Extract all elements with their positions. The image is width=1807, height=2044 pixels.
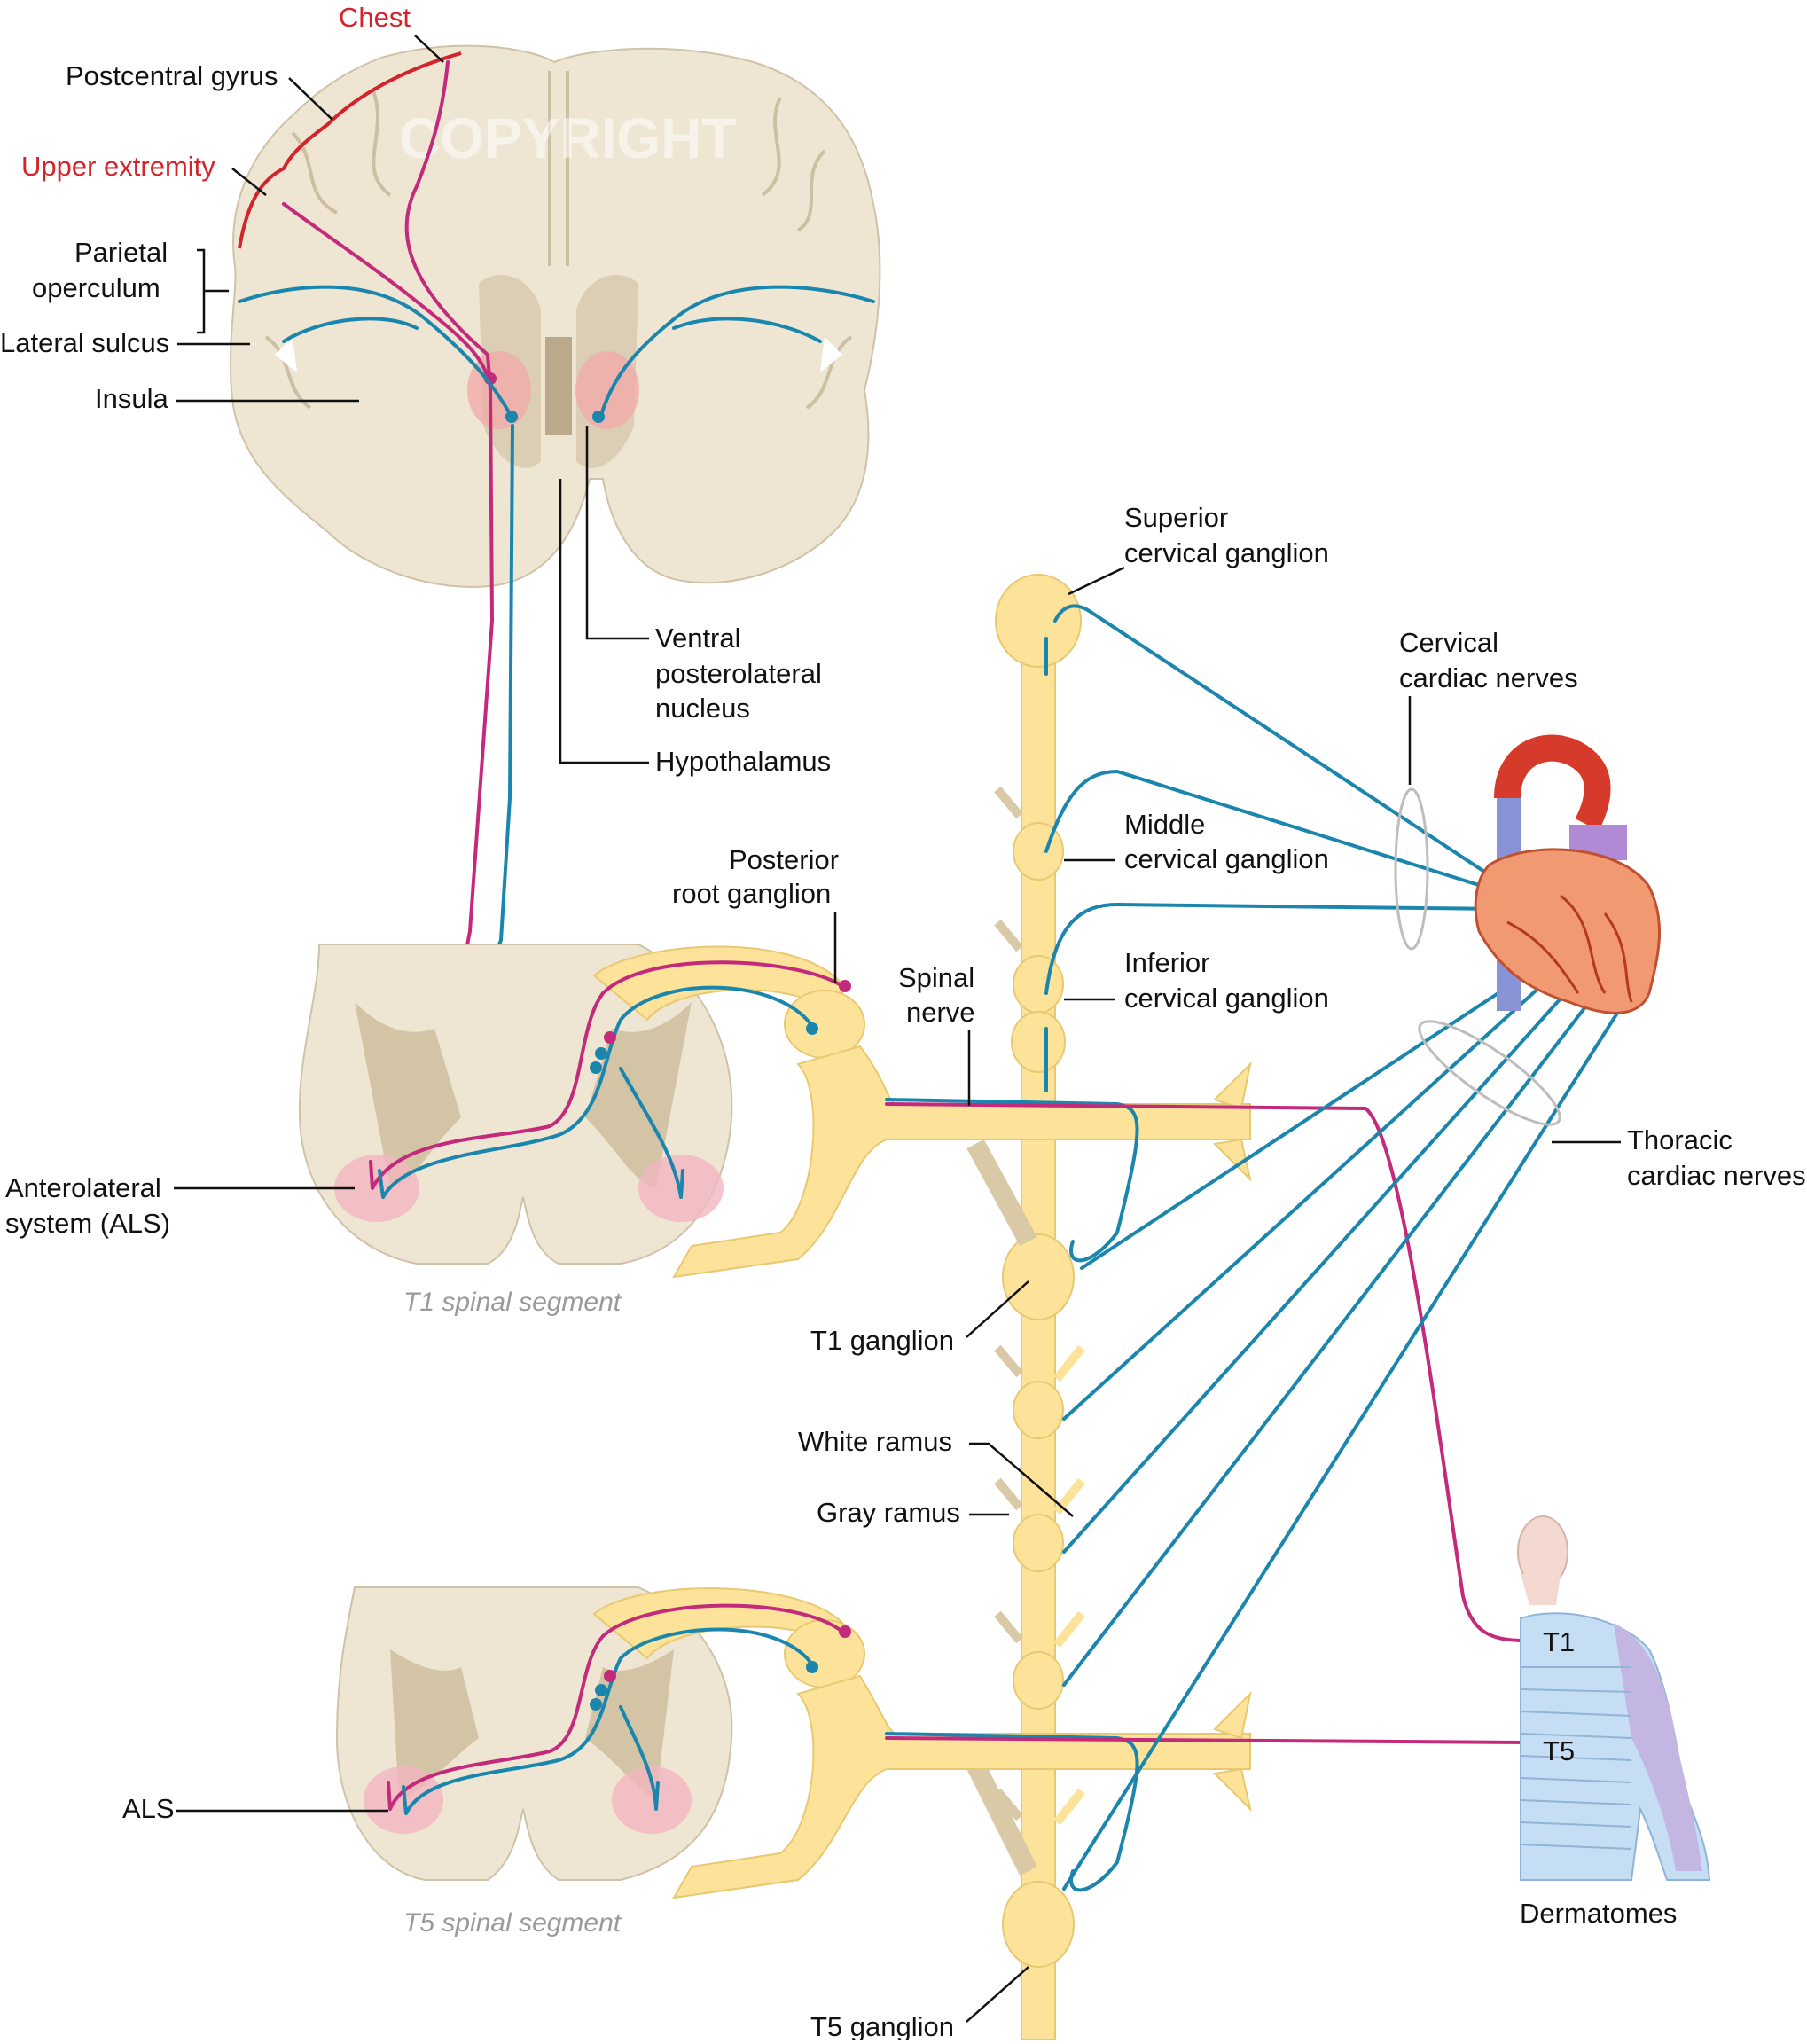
brain-coronal-section: COPYRIGHT xyxy=(229,44,881,588)
label-vpl-line2: posterolateral xyxy=(655,658,822,689)
label-dermatome-t5: T5 xyxy=(1543,1735,1575,1766)
sympathetic-trunk xyxy=(966,574,1085,2040)
label-dermatome-t1: T1 xyxy=(1543,1626,1575,1657)
label-cervical-cardiac-line2: cardiac nerves xyxy=(1399,662,1578,693)
label-middle-cervical-line1: Middle xyxy=(1124,809,1205,840)
thoracic-cardiac-bundle-ring xyxy=(1418,1020,1561,1126)
heart-illustration xyxy=(1474,734,1662,1014)
label-postcentral-gyrus: Postcentral gyrus xyxy=(66,60,278,91)
label-vpl-line3: nucleus xyxy=(655,693,750,724)
label-t5-spinal-segment: T5 spinal segment xyxy=(403,1908,622,1938)
label-t1-ganglion: T1 ganglion xyxy=(810,1325,954,1356)
label-t5-ganglion: T5 ganglion xyxy=(810,2011,954,2040)
label-insula: Insula xyxy=(95,383,168,414)
watermark-text: COPYRIGHT xyxy=(399,106,736,170)
label-anterolateral-line2: system (ALS) xyxy=(5,1208,170,1239)
label-spinal-nerve-line2: nerve xyxy=(906,997,975,1028)
label-thoracic-cardiac-line1: Thoracic xyxy=(1627,1124,1733,1155)
label-white-ramus: White ramus xyxy=(798,1426,952,1457)
t5-spinal-segment xyxy=(335,1586,1252,1899)
pathway-labels: Superior cervical ganglion Cervical card… xyxy=(5,502,1806,2042)
label-cervical-cardiac-line1: Cervical xyxy=(1399,627,1498,658)
label-als: ALS xyxy=(122,1793,175,1824)
label-middle-cervical-line2: cervical ganglion xyxy=(1124,843,1329,874)
label-hypothalamus: Hypothalamus xyxy=(655,746,831,777)
label-parietal-operculum-line2: operculum xyxy=(32,272,160,303)
label-superior-cervical-line2: cervical ganglion xyxy=(1124,537,1329,568)
cervical-cardiac-bundle-ring xyxy=(1394,787,1429,951)
label-parietal-operculum-line1: Parietal xyxy=(74,237,168,268)
label-chest: Chest xyxy=(339,2,411,33)
label-gray-ramus: Gray ramus xyxy=(817,1497,960,1528)
label-vpl-line1: Ventral xyxy=(655,623,741,654)
brain-labels: Chest Postcentral gyrus Upper extremity … xyxy=(0,2,831,777)
label-t1-spinal-segment: T1 spinal segment xyxy=(403,1288,622,1317)
t1-pathways xyxy=(369,960,1527,1642)
label-posterior-root-line1: Posterior xyxy=(729,844,839,875)
label-anterolateral-line1: Anterolateral xyxy=(5,1172,161,1203)
label-spinal-nerve-line1: Spinal xyxy=(898,962,974,993)
label-dermatomes: Dermatomes xyxy=(1520,1898,1677,1929)
t1-spinal-segment xyxy=(298,944,1252,1279)
label-inferior-cervical-line1: Inferior xyxy=(1124,947,1209,978)
cardiac-nerves xyxy=(1044,604,1629,1891)
label-superior-cervical-line1: Superior xyxy=(1124,502,1228,533)
label-inferior-cervical-line2: cervical ganglion xyxy=(1124,983,1329,1014)
label-upper-extremity: Upper extremity xyxy=(21,151,215,182)
label-posterior-root-line2: root ganglion xyxy=(672,878,831,909)
label-lateral-sulcus: Lateral sulcus xyxy=(0,327,169,358)
t5-pathways xyxy=(387,1603,1527,1892)
label-thoracic-cardiac-line2: cardiac nerves xyxy=(1627,1160,1806,1191)
dermatome-figure xyxy=(1517,1515,1711,1881)
